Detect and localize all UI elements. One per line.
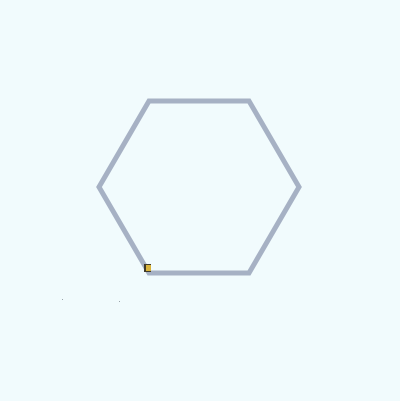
speck-mark: [119, 301, 120, 302]
speck-mark: [62, 299, 63, 300]
player-token-body: [146, 265, 151, 271]
player-token-icon[interactable]: [144, 264, 151, 272]
hexagon-track: [96, 98, 302, 276]
